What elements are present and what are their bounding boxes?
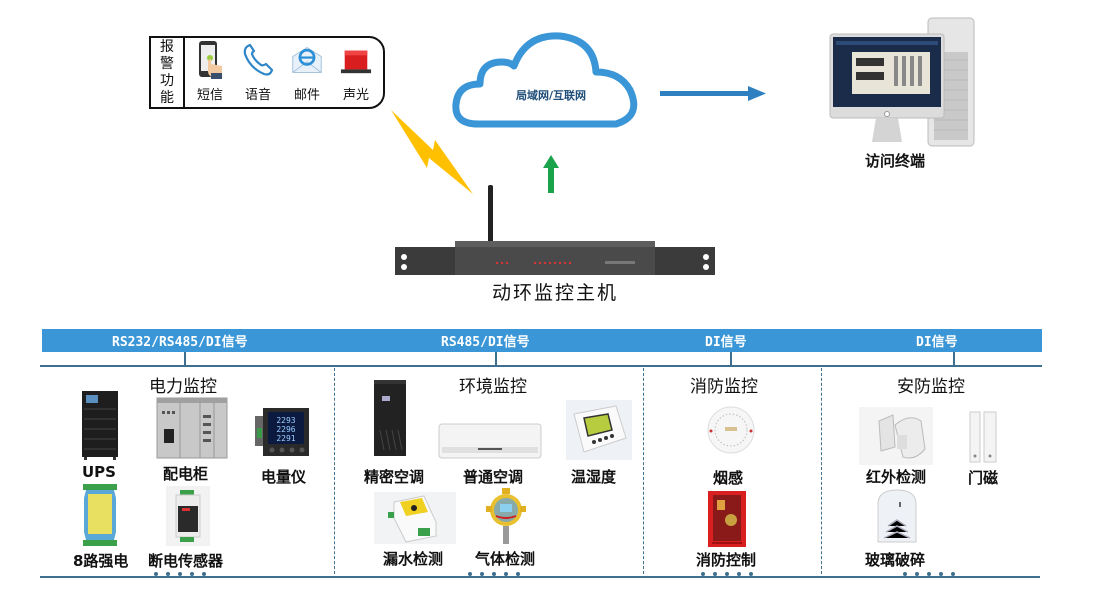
device-label: UPS [82,463,116,481]
smartphone-touch-icon [194,40,226,80]
more-devices-indicator [154,572,206,576]
gas-detector-icon [486,488,526,544]
device-label: 温湿度 [571,468,617,486]
device-label: 断电传感器 [148,552,224,570]
device-label: 精密空调 [364,468,425,486]
alarm-item-label: 语音 [244,88,271,103]
fire-cabinet-icon [708,491,746,547]
precision-ac-icon [374,380,406,456]
alarm-title-char: 报 [160,38,174,55]
water-leak-detector-icon [374,492,456,544]
alarm-item-sms: 短信 [187,40,233,106]
glass-break-detector-icon [877,489,917,543]
network-cloud-label: 局域网/互联网 [515,89,587,102]
connector-tick [495,352,497,366]
connector-tick [953,352,955,366]
arrow-up-icon [543,155,559,193]
bus-line-bottom [40,576,1040,578]
device-label: 8路强电 [73,552,129,570]
io-module-icon [83,484,117,546]
device-label: 普通空调 [463,468,524,486]
section-divider [821,368,822,574]
arrow-right-icon [660,86,766,101]
svg-text:2291: 2291 [276,434,295,443]
svg-text:2296: 2296 [276,425,295,434]
section-title-security: 安防监控 [897,377,965,397]
infrared-detector-icon [859,407,933,465]
device-label: 配电柜 [163,465,209,483]
alarm-title-char: 功 [160,72,174,89]
email-envelope-icon [291,40,323,80]
ups-cabinet-icon [82,391,118,460]
svg-text:2293: 2293 [276,416,295,425]
monitoring-host-device-icon [395,185,715,275]
device-label: 烟感 [713,469,744,487]
section-title-fire: 消防监控 [690,377,758,397]
signal-bar [42,329,1042,352]
smoke-detector-icon [707,406,755,454]
computer-terminal-icon [829,17,975,147]
signal-label-environment: RS485/DI信号 [441,335,530,350]
alarm-item-label: 短信 [196,88,223,103]
distribution-cabinet-icon [156,397,228,459]
alarm-title-char: 能 [160,89,174,106]
alarm-item-sound-light: 声光 [333,40,379,106]
signal-label-power: RS232/RS485/DI信号 [112,335,248,350]
device-label: 消防控制 [696,551,757,569]
alarm-functions-title: 报 警 功 能 [149,36,185,109]
alarm-item-label: 声光 [342,88,369,103]
signal-label-fire: DI信号 [705,335,747,350]
device-label: 玻璃破碎 [865,551,926,569]
connector-tick [184,352,186,366]
alarm-item-voice: 语音 [235,40,281,106]
device-label: 门磁 [968,469,999,487]
section-divider [334,368,335,574]
alarm-light-icon [340,40,372,80]
bus-line-top [40,365,1042,367]
connector-tick [730,352,732,366]
phone-handset-icon [242,40,274,80]
alarm-title-char: 警 [160,55,174,72]
section-divider [643,368,644,574]
power-failure-sensor-icon [166,486,210,546]
monitoring-host-label: 动环监控主机 [491,282,618,304]
signal-label-security: DI信号 [916,335,958,350]
alarm-item-label: 邮件 [293,88,320,103]
device-label: 电量仪 [261,468,307,486]
thermo-hygrometer-icon [566,400,632,460]
more-devices-indicator [903,572,955,576]
more-devices-indicator [468,572,520,576]
device-label: 漏水检测 [383,550,444,568]
more-devices-indicator [701,572,753,576]
section-title-environment: 环境监控 [459,377,527,397]
network-cloud-icon [452,32,638,128]
alarm-item-email: 邮件 [284,40,330,106]
terminal-label: 访问终端 [864,152,925,170]
section-title-power: 电力监控 [149,377,217,397]
door-sensor-icon [969,411,997,463]
device-label: 气体检测 [475,550,536,568]
wireless-lightning-icon [391,110,473,194]
power-meter-icon: 2293 2296 2291 [255,408,309,456]
wall-ac-icon [438,423,542,459]
device-label: 红外检测 [866,468,927,486]
